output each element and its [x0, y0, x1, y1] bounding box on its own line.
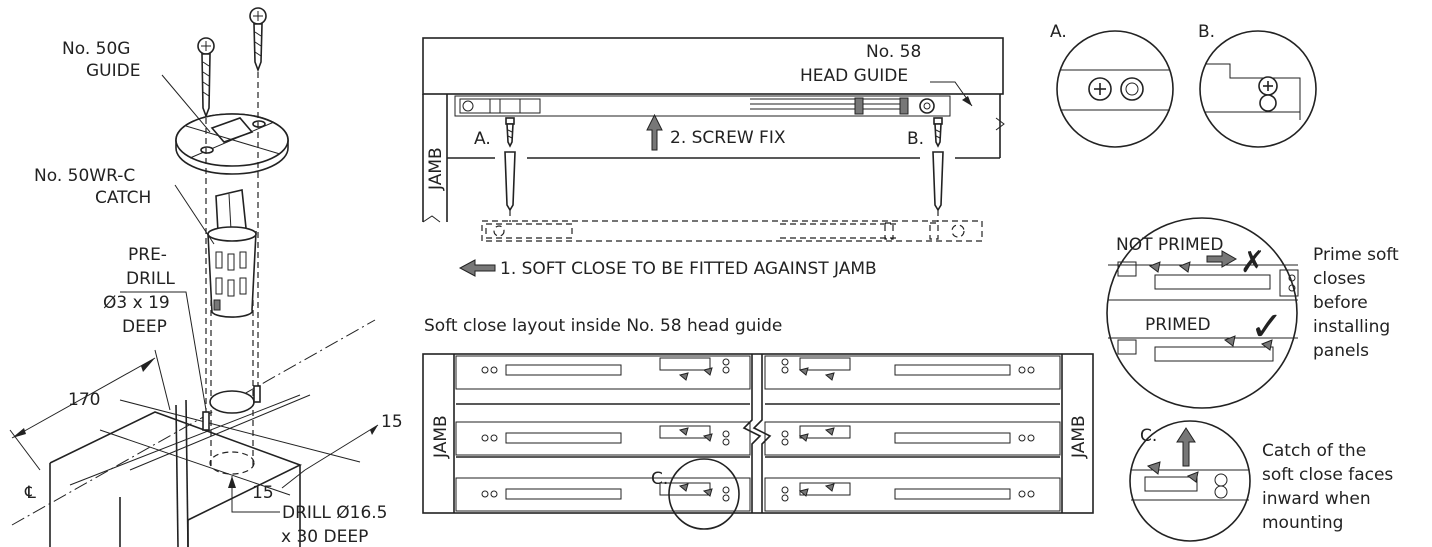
screw-a-label: A.: [474, 129, 491, 149]
catch-note-line3: inward when: [1262, 489, 1371, 509]
centerline-symbol: ℄: [24, 483, 36, 503]
left-isometric-assembly: ℄ No. 50G GUIDE No. 50WR-C CATCH PRE- DR…: [9, 7, 403, 547]
dimension-170-label: 170: [68, 390, 100, 410]
left-arrow-icon: [458, 259, 496, 277]
jamb-label-top: JAMB: [426, 147, 446, 191]
catch-note-line4: mounting: [1262, 513, 1343, 533]
screw-b: [933, 117, 943, 148]
prime-note: Prime soft closes before installing pane…: [1313, 245, 1399, 361]
detail-a-label: A.: [1050, 22, 1067, 42]
screw-a: [505, 117, 515, 148]
prime-note-line1: Prime soft: [1313, 245, 1399, 265]
predrill-line3: Ø3 x 19: [103, 293, 170, 313]
predrill-line4: DEEP: [122, 317, 167, 337]
drill-label-line2: x 30 DEEP: [281, 527, 368, 547]
dimension-15-right-label: 15: [381, 412, 403, 432]
head-guide-section: No. 58 HEAD GUIDE JAMB A. B. 2. SCREW FI…: [422, 37, 1005, 279]
detail-c-marker: [668, 458, 740, 530]
predrill-line1: PRE-: [128, 245, 167, 265]
layout-title: Soft close layout inside No. 58 head gui…: [424, 316, 782, 336]
up-arrow-icon: [646, 113, 663, 151]
guide-disc: [175, 113, 289, 175]
prime-note-line2: closes: [1313, 269, 1366, 289]
soft-close-unit-right-1: [781, 357, 1035, 381]
not-primed-label: NOT PRIMED: [1116, 235, 1223, 255]
guide-label-line1: No. 50G: [62, 39, 130, 59]
soft-close-unit-left-1: [481, 357, 730, 381]
screw-b-label: B.: [907, 129, 924, 149]
detail-b-label: B.: [1198, 22, 1215, 42]
soft-close-unit-left-2: [481, 425, 730, 446]
detail-a: A.: [1050, 22, 1174, 148]
catch-label-line2: CATCH: [95, 188, 151, 208]
soft-close-unit-left-3: [481, 482, 730, 502]
soft-close-unit-right-2: [781, 425, 1035, 446]
dimension-15-bottom-label: 15: [252, 483, 274, 503]
primed-label: PRIMED: [1145, 315, 1211, 335]
catch-note-line1: Catch of the: [1262, 441, 1366, 461]
jamb-label-left: JAMB: [431, 415, 451, 459]
cross-mark-icon: ✗: [1240, 245, 1265, 280]
detail-c-marker-label: C.: [651, 469, 668, 489]
catch-note-line2: soft close faces: [1262, 465, 1393, 485]
screw-right: [249, 7, 267, 73]
mounting-block: [11, 319, 376, 547]
detail-c-label: C.: [1140, 426, 1157, 446]
detail-primed: ✗ ✓ NOT PRIMED PRIMED: [1106, 217, 1299, 409]
right-rails: [764, 355, 1061, 512]
up-arrow-icon: [1176, 427, 1196, 467]
catch-note: Catch of the soft close faces inward whe…: [1262, 441, 1393, 533]
soft-close-layout: Soft close layout inside No. 58 head gui…: [422, 316, 1094, 530]
right-arrow-icon: [1206, 250, 1238, 268]
catch-label-line1: No. 50WR-C: [34, 166, 135, 186]
jamb-label-right: JAMB: [1069, 415, 1089, 459]
prime-note-line5: panels: [1313, 341, 1369, 361]
guide-label-line2: GUIDE: [86, 61, 140, 81]
detail-c: C.: [1129, 420, 1251, 542]
screw-fix-label: 2. SCREW FIX: [670, 128, 786, 148]
screw-left: [197, 37, 215, 119]
prime-note-line4: installing: [1313, 317, 1390, 337]
soft-close-unit-right-3: [781, 482, 1035, 502]
detail-b: B.: [1198, 22, 1317, 148]
prime-note-line3: before: [1313, 293, 1368, 313]
catch-body: [207, 189, 257, 318]
head-guide-line1: No. 58: [866, 42, 921, 62]
check-mark-icon: ✓: [1250, 304, 1284, 350]
left-rails: [455, 355, 751, 512]
dimension-170: [9, 349, 171, 471]
drill-label-line1: DRILL Ø16.5: [282, 503, 388, 523]
predrill-line2: DRILL: [126, 269, 175, 289]
head-guide-line2: HEAD GUIDE: [800, 66, 908, 86]
soft-close-instruction: 1. SOFT CLOSE TO BE FITTED AGAINST JAMB: [500, 259, 877, 279]
